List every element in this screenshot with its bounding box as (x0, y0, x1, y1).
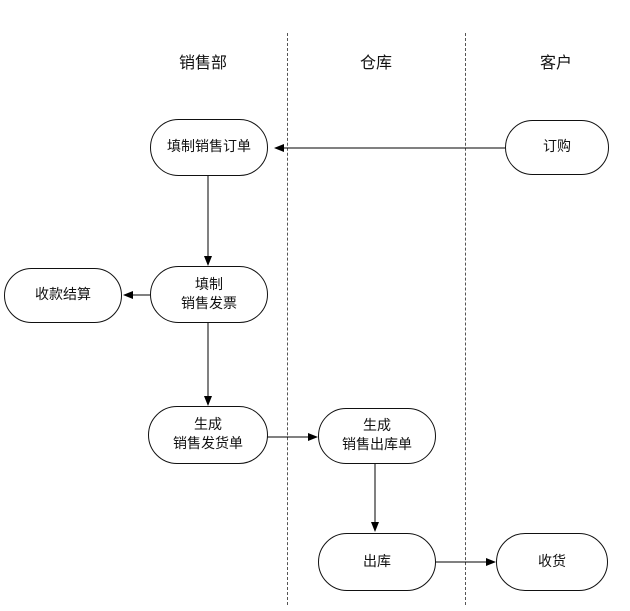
node-fill-sales-order: 填制销售订单 (150, 119, 268, 176)
node-generate-shipping-note: 生成 销售发货单 (148, 406, 268, 464)
node-fill-sales-invoice: 填制 销售发票 (150, 266, 268, 323)
node-order: 订购 (505, 120, 609, 175)
lane-title-warehouse: 仓库 (359, 53, 392, 72)
node-fill-sales-order-label: 填制销售订单 (167, 139, 251, 155)
node-receive: 收货 (496, 533, 608, 591)
node-payment-settlement-label: 收款结算 (35, 287, 91, 303)
lane-divider-2 (465, 33, 466, 605)
node-generate-outbound-note-line1: 生成 (363, 418, 391, 434)
node-outbound-label: 出库 (363, 553, 391, 570)
node-payment-settlement: 收款结算 (4, 268, 122, 323)
node-generate-outbound-note-line2: 销售出库单 (342, 437, 412, 453)
node-fill-sales-invoice-line2: 销售发票 (181, 295, 237, 312)
lane-title-customer: 客户 (539, 53, 572, 72)
node-receive-label: 收货 (538, 553, 566, 570)
lane-title-sales: 销售部 (178, 53, 227, 72)
node-generate-shipping-note-line1: 生成 (194, 417, 222, 433)
node-order-label: 订购 (543, 139, 571, 155)
lane-divider-1 (287, 33, 288, 605)
node-fill-sales-invoice-line1: 填制 (195, 276, 223, 293)
node-generate-shipping-note-line2: 销售发货单 (173, 436, 243, 452)
node-outbound: 出库 (318, 533, 436, 591)
node-generate-outbound-note: 生成 销售出库单 (318, 408, 436, 464)
